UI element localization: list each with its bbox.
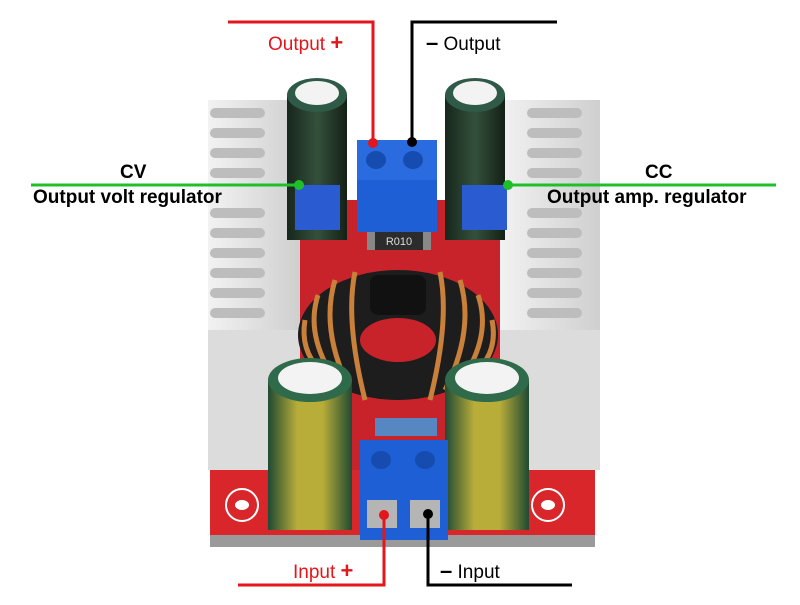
output-negative-label: – Output [426, 30, 501, 56]
capacitor-top-right [445, 78, 505, 240]
plus-icon: + [340, 558, 354, 583]
output-negative-text: Output [443, 34, 501, 55]
minus-icon: – [440, 558, 453, 583]
output-negative-leader [407, 20, 557, 147]
output-positive-leader [228, 20, 378, 148]
input-negative-label: – Input [440, 558, 500, 584]
output-positive-text: Output [268, 34, 326, 55]
shunt-marking: R010 [386, 236, 412, 248]
plus-icon: + [330, 30, 344, 55]
input-positive-label: Input + [293, 558, 353, 584]
capacitor-bottom-left [268, 358, 352, 530]
output-terminal-block [357, 140, 437, 232]
input-positive-leader [238, 510, 389, 587]
shunt-resistor [367, 230, 431, 250]
left-heatsink [208, 100, 300, 470]
minus-icon: – [426, 30, 439, 55]
right-heatsink [500, 100, 600, 470]
cv-potentiometer [295, 185, 340, 230]
input-positive-text: Input [293, 562, 336, 583]
cc-potentiometer [462, 185, 507, 230]
input-negative-leader [423, 509, 572, 587]
output-positive-label: Output + [268, 30, 343, 56]
cv-leader [31, 180, 304, 190]
cc-subtitle: Output amp. regulator [547, 187, 747, 208]
capacitor-bottom-right [445, 358, 529, 530]
cv-title: CV [120, 162, 147, 183]
cv-subtitle: Output volt regulator [33, 187, 222, 208]
input-negative-text: Input [457, 562, 500, 583]
toroid-inductor [298, 270, 498, 401]
cc-title: CC [645, 162, 673, 183]
input-terminal-block [360, 418, 448, 540]
cc-leader [503, 180, 776, 190]
